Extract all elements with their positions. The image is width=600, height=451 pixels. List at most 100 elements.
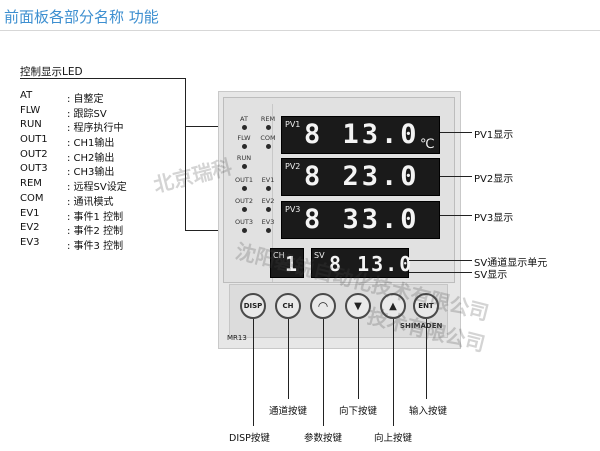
pv3-display: PV3 8 33.0 [281, 201, 440, 239]
led-out3 [242, 228, 247, 233]
legend-row-rem: REM : 远程SV设定 [20, 178, 127, 193]
legend-code: EV1 [20, 207, 40, 219]
legend-row-flw: FLW : 跟踪SV [20, 105, 127, 120]
led-label-out2: OUT2 [235, 197, 253, 205]
up-caption: 向上按键 [374, 433, 413, 444]
sv-callout: SV显示 [474, 270, 508, 281]
ch-display: CH 1 [270, 248, 304, 278]
led-run [242, 164, 247, 169]
led-out2 [242, 207, 247, 212]
led-legend: AT : 自整定 FLW : 跟踪SV RUN: 程序执行中 OUT1: CH1输出… [20, 90, 127, 252]
legend-code: EV3 [20, 236, 40, 248]
led-label-out1: OUT1 [235, 176, 253, 184]
callout-line-sv [409, 272, 472, 273]
legend-desc: : 远程SV设定 [67, 182, 127, 194]
legend-row-at: AT : 自整定 [20, 90, 127, 105]
led-leader-bottom [185, 230, 241, 231]
pv3-callout: PV3显示 [474, 213, 514, 224]
legend-row-out1: OUT1: CH1输出 [20, 134, 127, 149]
led-label-ev1: EV1 [261, 176, 275, 184]
pv3-digits: 8 33.0 [304, 204, 420, 235]
ch-tag: CH [273, 251, 285, 260]
pv2-display: PV2 8 23.0 [281, 158, 440, 196]
leader-ch [288, 319, 289, 399]
pv1-tag: PV1 [285, 120, 301, 129]
callout-line-pv3 [440, 215, 472, 216]
legend-code: REM [20, 178, 42, 190]
led-heading-line [20, 78, 186, 79]
ch-key[interactable]: CH [275, 293, 301, 319]
legend-code: OUT2 [20, 148, 48, 160]
model-label: MR13 [227, 334, 247, 342]
legend-desc: : 通讯模式 [67, 196, 114, 208]
led-leader-vertical [185, 78, 186, 231]
led-ev2 [266, 207, 271, 212]
legend-row-ev1: EV1 : 事件1 控制 [20, 208, 127, 223]
legend-code: COM [20, 192, 44, 204]
down-key[interactable]: ▼ [345, 293, 371, 319]
legend-desc: : 事件2 控制 [67, 226, 124, 238]
led-flw [242, 144, 247, 149]
leader-disp [253, 319, 254, 426]
callout-line-pv2 [440, 176, 472, 177]
leader-up [393, 319, 394, 426]
legend-desc: : 程序执行中 [67, 123, 124, 135]
legend-desc: : CH3输出 [67, 167, 115, 179]
pv2-callout: PV2显示 [474, 174, 514, 185]
pv1-digits: 8 13.0 [304, 119, 420, 150]
pv2-tag: PV2 [285, 162, 301, 171]
legend-code: AT [20, 90, 33, 101]
disp-key[interactable]: DISP [240, 293, 266, 319]
led-leader-top [185, 126, 241, 127]
led-label-run: RUN [236, 154, 252, 162]
led-label-ev2: EV2 [261, 197, 275, 205]
led-label-out3: OUT3 [235, 218, 253, 226]
legend-row-run: RUN: 程序执行中 [20, 119, 127, 134]
pv1-callout: PV1显示 [474, 130, 514, 141]
up-key[interactable]: ▲ [380, 293, 406, 319]
led-ev1 [266, 186, 271, 191]
led-label-rem: REM [260, 115, 276, 123]
param-key[interactable]: ◠ [310, 293, 336, 319]
legend-code: EV2 [20, 222, 40, 234]
pv2-digits: 8 23.0 [304, 161, 420, 192]
legend-desc: : CH2输出 [67, 152, 115, 164]
legend-desc: : 自整定 [67, 94, 104, 105]
legend-desc: : 事件3 控制 [67, 240, 124, 252]
callout-line-sv-unit [409, 260, 472, 261]
led-label-com: COM [260, 134, 276, 142]
led-label-ev3: EV3 [261, 218, 275, 226]
title-divider [0, 30, 600, 31]
sv-display: SV 8 13.0 [311, 248, 411, 278]
disp-caption: DISP按键 [229, 433, 270, 444]
sv-digits: 8 13.0 [329, 252, 414, 276]
leader-down [358, 319, 359, 399]
sv-tag: SV [314, 251, 325, 260]
ch-caption: 通道按键 [269, 406, 308, 417]
legend-code: OUT1 [20, 134, 48, 146]
legend-row-out2: OUT2 : CH2输出 [20, 149, 127, 164]
legend-row-ev3: EV3 : 事件3 控制 [20, 237, 127, 252]
legend-code: FLW [20, 104, 41, 116]
brand-label: SHIMADEN [400, 322, 443, 330]
legend-desc: : 跟踪SV [67, 108, 107, 120]
led-com [266, 144, 271, 149]
led-panel-divider [272, 104, 273, 282]
celsius-unit: ℃ [420, 137, 435, 152]
legend-row-com: COM : 通讯模式 [20, 193, 127, 208]
ent-caption: 输入按键 [409, 406, 448, 417]
led-heading: 控制显示LED [20, 66, 83, 78]
led-label-flw: FLW [237, 134, 251, 142]
led-rem [266, 125, 271, 130]
ch-digits: 1 [285, 252, 301, 276]
key-tray [229, 284, 448, 338]
legend-row-out3: OUT3: CH3输出 [20, 163, 127, 178]
ent-key[interactable]: ENT [413, 293, 439, 319]
page-title: 前面板各部分名称 功能 [4, 8, 159, 26]
legend-desc: : 事件1 控制 [67, 211, 124, 223]
pv3-tag: PV3 [285, 205, 301, 214]
callout-line-pv1 [440, 132, 472, 133]
led-ev3 [266, 228, 271, 233]
led-label-at: AT [240, 115, 248, 123]
legend-row-ev2: EV2 : 事件2 控制 [20, 222, 127, 237]
